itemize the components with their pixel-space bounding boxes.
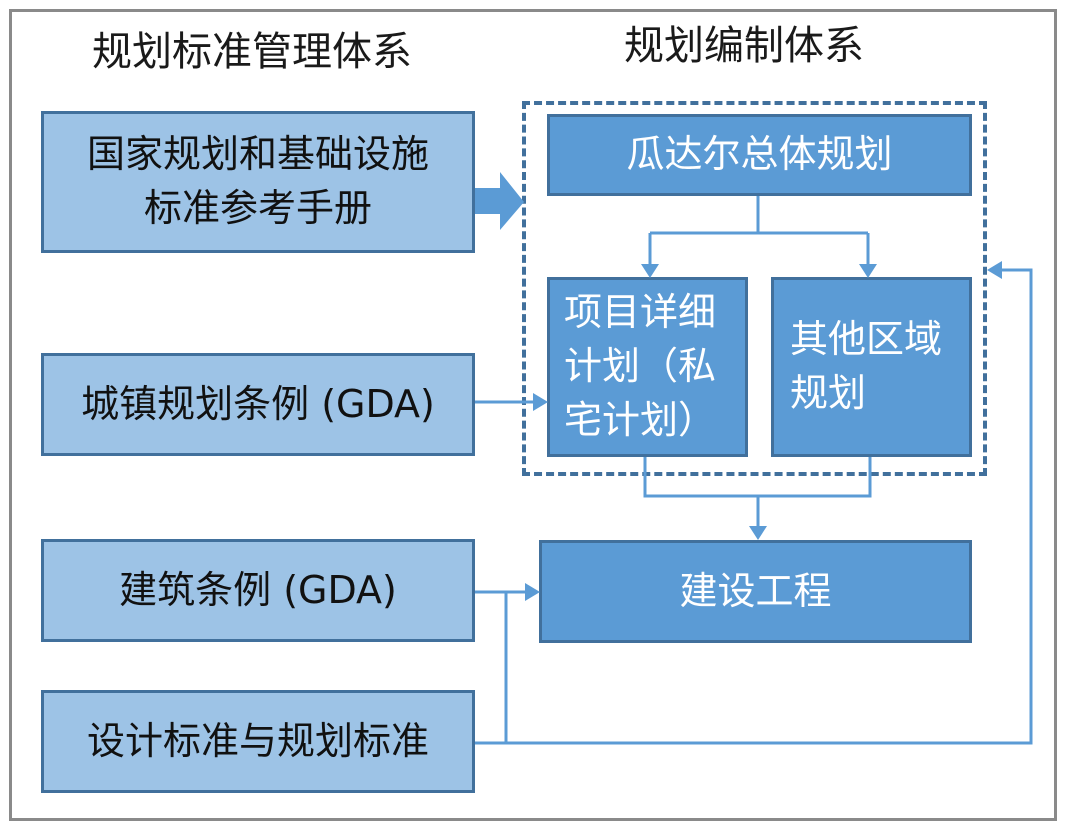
box-building-gda: 建筑条例 (GDA)	[41, 539, 475, 642]
arrowhead-design-standards	[987, 261, 1002, 279]
box-design-standards-label: 设计标准与规划标准	[86, 718, 429, 763]
box-project-detail-plan: 项目详细计划（私宅计划）	[547, 277, 748, 457]
arrowhead-other-region	[859, 264, 877, 278]
box-project-detail-plan-label: 项目详细计划（私宅计划）	[564, 290, 717, 442]
heading-planning-compilation: 规划编制体系	[624, 23, 864, 69]
arrowhead-building	[525, 583, 540, 601]
box-master-plan: 瓜达尔总体规划	[547, 114, 972, 196]
box-national-manual-label: 国家规划和基础设施标准参考手册	[86, 132, 429, 230]
box-master-plan-label: 瓜达尔总体规划	[626, 132, 893, 177]
box-town-planning-gda: 城镇规划条例 (GDA)	[41, 353, 475, 456]
arrowhead-project-detail	[641, 264, 659, 278]
diagram-frame	[9, 9, 1057, 821]
box-town-planning-gda-label: 城镇规划条例 (GDA)	[81, 381, 435, 426]
arrowhead-construction-top	[749, 526, 767, 540]
connector-master-to-subplans	[648, 196, 870, 265]
box-construction-label: 建设工程	[679, 568, 832, 613]
box-national-manual: 国家规划和基础设施标准参考手册	[41, 111, 475, 253]
box-building-gda-label: 建筑条例 (GDA)	[119, 567, 397, 612]
box-other-region-plan: 其他区域规划	[771, 277, 972, 457]
heading-standards-management: 规划标准管理体系	[92, 29, 412, 75]
box-design-standards: 设计标准与规划标准	[41, 690, 475, 793]
box-construction: 建设工程	[539, 540, 972, 643]
box-other-region-plan-label: 其他区域规划	[790, 317, 943, 415]
planning-system-group	[522, 101, 987, 476]
connector-subplans-to-construction	[643, 457, 872, 528]
connector-design-standards-loop	[475, 268, 1033, 745]
block-arrow-national-manual	[475, 172, 524, 230]
arrowhead-town-planning	[533, 393, 548, 411]
